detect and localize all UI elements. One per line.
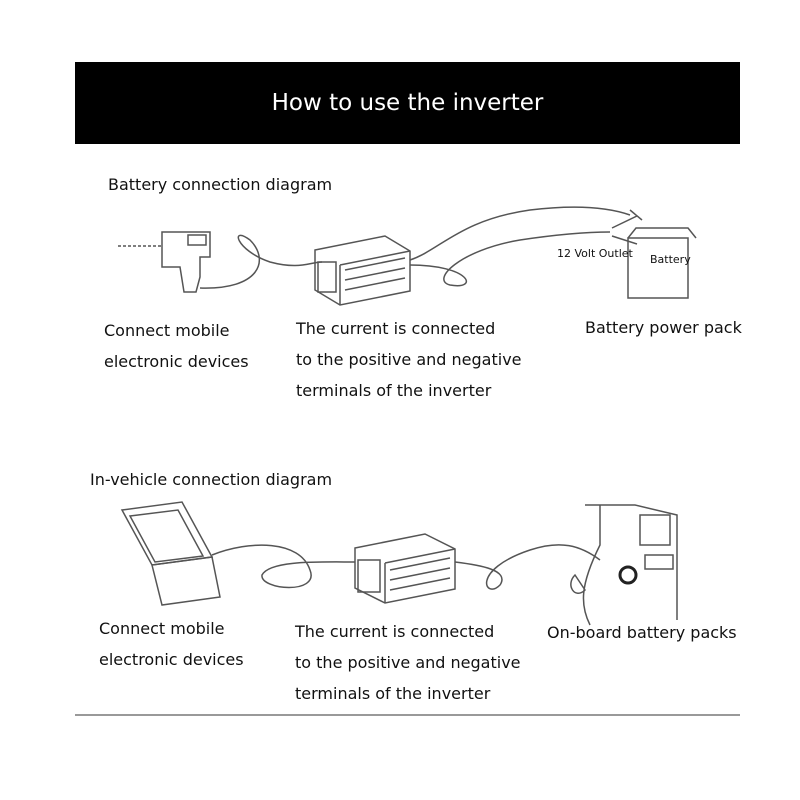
battery-section-title: Battery connection diagram — [108, 175, 333, 194]
clamp-icon — [611, 209, 643, 245]
outlet-label: 12 Volt Outlet — [557, 247, 633, 260]
caption-line: terminals of the inverter — [295, 684, 491, 703]
caption-line: Connect mobile — [104, 321, 230, 340]
inverter-icon — [354, 533, 456, 604]
laptop-icon — [120, 501, 221, 606]
caption-line: terminals of the inverter — [296, 381, 492, 400]
caption-line: electronic devices — [99, 650, 244, 669]
battery-device-caption: Connect mobile electronic devices — [104, 315, 249, 377]
battery-icon — [627, 227, 697, 299]
car-cable — [454, 544, 601, 590]
drill-icon — [118, 231, 211, 293]
car-dashboard-icon — [570, 504, 678, 626]
caption-line: to the positive and negative — [296, 350, 522, 369]
drill-cable — [199, 234, 323, 289]
battery-current-caption: The current is connected to the positive… — [296, 313, 522, 406]
battery-label: Battery — [650, 253, 691, 266]
bottom-divider — [75, 714, 740, 716]
caption-line: The current is connected — [295, 622, 495, 641]
caption-line: Connect mobile — [99, 619, 225, 638]
caption-line: electronic devices — [104, 352, 249, 371]
battery-source-caption: Battery power pack — [585, 318, 742, 337]
inverter-icon — [314, 235, 411, 306]
caption-line: to the positive and negative — [295, 653, 521, 672]
title-banner: How to use the inverter — [75, 62, 740, 144]
vehicle-section-title: In-vehicle connection diagram — [90, 470, 333, 489]
battery-cable-bottom — [409, 231, 611, 287]
vehicle-device-caption: Connect mobile electronic devices — [99, 613, 244, 675]
battery-cable-top — [409, 206, 631, 261]
laptop-cable — [211, 544, 356, 589]
vehicle-current-caption: The current is connected to the positive… — [295, 616, 521, 709]
vehicle-source-caption: On-board battery packs — [547, 623, 737, 642]
caption-line: The current is connected — [296, 319, 496, 338]
page-title: How to use the inverter — [271, 90, 544, 116]
